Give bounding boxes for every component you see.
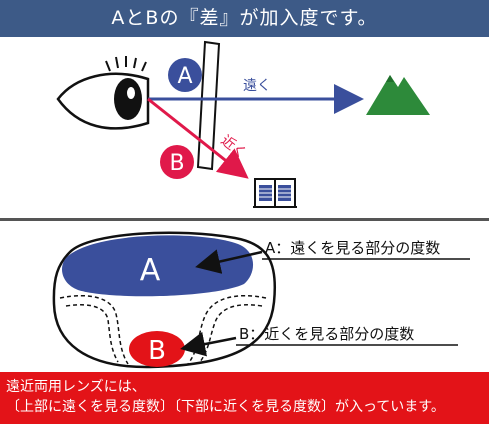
callout-b-arrow	[180, 331, 237, 357]
footer-note: 遠近両用レンズには、 〔上部に遠くを見る度数〕〔下部に近くを見る度数〕が入ってい…	[0, 372, 489, 424]
corridor-right	[187, 295, 267, 365]
corridor-left	[59, 295, 129, 365]
lens-diagram: A B A：遠くを見る部分の度数 B：近くを見る部分の度数	[0, 222, 489, 372]
badge-b-circle	[160, 145, 194, 179]
corridor-left-inner	[65, 304, 119, 363]
viewing-diagram: A B 遠く 近く	[0, 37, 489, 217]
callout-b-text: B：近くを見る部分の度数	[239, 325, 414, 343]
zone-b-letter: B	[148, 336, 166, 366]
corridor-right-inner	[199, 304, 263, 363]
lens-shape	[196, 40, 221, 171]
eye-icon	[56, 56, 150, 130]
badge-b-label: B	[169, 151, 184, 176]
badge-a-circle	[168, 58, 202, 92]
near-ray-arrow	[147, 97, 249, 179]
callout-a-text: A：遠くを見る部分の度数	[265, 239, 440, 257]
far-label: 遠く	[243, 78, 271, 94]
book-icon	[253, 178, 297, 208]
page-title: AとBの『差』が加入度です。	[0, 0, 489, 37]
section-divider	[0, 218, 489, 221]
lens-diagram-svg: A B A：遠くを見る部分の度数 B：近くを見る部分の度数	[52, 231, 470, 369]
footer-line-2: 〔上部に遠くを見る度数〕〔下部に近くを見る度数〕が入っています。	[6, 399, 445, 415]
badge-a-label: A	[177, 64, 192, 89]
callout-a-arrow	[195, 249, 263, 274]
mountain-icon	[366, 75, 430, 115]
zone-a-letter: A	[140, 253, 161, 288]
zone-b-near	[129, 331, 185, 367]
viewing-diagram-svg: A B 遠く 近く	[56, 40, 430, 208]
footer-line-1: 遠近両用レンズには、	[6, 379, 146, 395]
